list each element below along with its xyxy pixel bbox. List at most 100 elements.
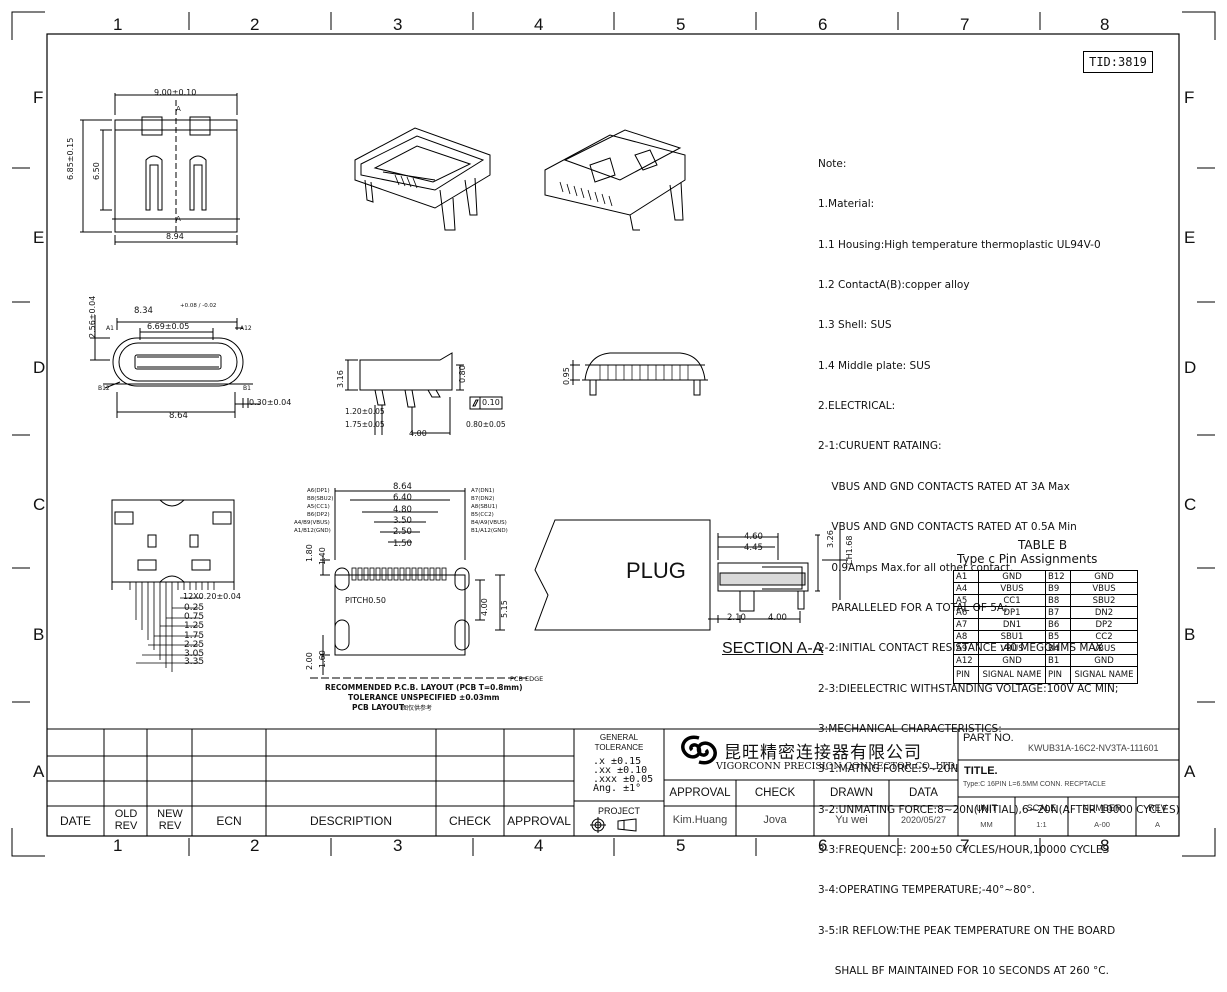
pcb-label-right-4: B4/A9(VBUS) xyxy=(471,520,507,526)
zone-col-1: 1 xyxy=(113,15,123,34)
tolerance-item: Ang. ±1° xyxy=(593,783,642,794)
zone-col-8-bottom: 8 xyxy=(1100,836,1110,855)
dim-side-175: 1.75±0.05 xyxy=(345,420,385,429)
approval-value: Kim.Huang xyxy=(672,814,728,826)
label-a12: A12 xyxy=(240,325,252,332)
dim-pcb-480: 4.80 xyxy=(393,505,412,515)
pcb-label-left-4: A4/B9(VBUS) xyxy=(294,520,330,526)
title-value: Type:C 16PIN L=6.5MM CONN. RECPTACLE xyxy=(963,781,1106,788)
dim-pcb-864: 8.64 xyxy=(393,482,412,492)
col-header-approval: APPROVAL xyxy=(507,814,571,828)
note-line: 0.9Amps Max.for all other contact. xyxy=(818,561,1014,574)
pcb-label-left-1: B8(SBU2) xyxy=(307,496,334,502)
dim-pcb-350: 3.50 xyxy=(393,516,412,526)
note-line: 1.4 Middle plate: SUS xyxy=(818,359,931,372)
zone-col-6: 6 xyxy=(818,15,828,34)
tolerance-list: .x ±0.15 .xx ±0.10 .xxx ±0.05 Ang. ±1° xyxy=(593,756,654,794)
pcb-label-left-5: A1/B12(GND) xyxy=(294,528,331,534)
note-line: 3-4:OPERATING TEMPERATURE;-40°~80°. xyxy=(818,884,1036,897)
company-logo-icon xyxy=(681,735,717,765)
note-line: 2-3:DIEELECTRIC WITHSTANDING VOLTAGE:100… xyxy=(818,682,1119,695)
rev-value: A xyxy=(1154,820,1160,829)
zone-col-6-bottom: 6 xyxy=(818,836,828,855)
label-b12: B12 xyxy=(98,385,110,392)
pcb-label-left-3: B6(DP2) xyxy=(307,512,330,518)
dim-pcb-150: 1.50 xyxy=(393,539,412,549)
tolerance-item: .xx ±0.10 xyxy=(593,765,648,776)
scale-value: 1:1 xyxy=(1036,820,1047,829)
scale-header: SCALE xyxy=(1026,803,1057,813)
label-pcb-edge: PCB EDGE xyxy=(510,675,544,683)
pcb-label-left-0: A6(DP1) xyxy=(307,488,330,494)
note-line: 1.2 ContactA(B):copper alloy xyxy=(818,278,970,291)
label-plug: PLUG xyxy=(626,558,686,583)
dim-front-thick: 0.30±0.04 xyxy=(249,398,292,407)
title-block-grid xyxy=(47,728,1179,836)
rev-header: REV xyxy=(1148,803,1167,813)
number-value: A-00 xyxy=(1094,820,1110,829)
side-view-drawing xyxy=(345,352,503,435)
unit-header: UNIT xyxy=(976,803,997,813)
zone-col-8: 8 xyxy=(1100,15,1110,34)
zone-col-7: 7 xyxy=(960,15,970,34)
zone-col-4-bottom: 4 xyxy=(534,836,544,855)
iso-view-front xyxy=(354,127,491,231)
note-line: 1.1 Housing:High temperature thermoplast… xyxy=(818,238,1101,251)
zone-row-b: B xyxy=(33,625,45,644)
drawing-frame xyxy=(11,11,1216,857)
pcb-layout-drawing xyxy=(310,488,530,679)
tid-box: TID:3819 xyxy=(1083,51,1153,73)
zone-col-7-bottom: 7 xyxy=(960,836,970,855)
dim-bottom-stack-1: 0.75 xyxy=(184,612,205,622)
col-header-check: CHECK xyxy=(448,814,491,828)
label-b1: B1 xyxy=(243,385,251,392)
pcb-label-right-3: B5(CC2) xyxy=(471,512,494,518)
table-b-subtitle: Type c Pin Assignments xyxy=(957,552,1098,566)
dim-bottom-pitch: 12X0.20±0.04 xyxy=(183,592,241,601)
dim-bottom-stack-4: 2.25 xyxy=(184,640,205,650)
label-a1: A1 xyxy=(106,325,114,332)
note-line: 3-2:UNMATING FORCE:8~20N(INITIAL),6~20N(… xyxy=(818,803,1180,816)
table-b-title: TABLE B xyxy=(1018,538,1068,552)
note-line: Note: xyxy=(818,157,847,170)
dim-top-bottom-width: 8.94 xyxy=(166,232,184,241)
col-header-date: DATE xyxy=(59,814,92,828)
tolerance-item: .x ±0.15 xyxy=(593,756,642,767)
zone-row-d-right: D xyxy=(1184,358,1197,377)
general-tolerance-label: GENERAL TOLERANCE xyxy=(594,733,644,752)
zone-col-3-bottom: 3 xyxy=(393,836,403,855)
zone-row-b-right: B xyxy=(1184,625,1196,644)
col-header-new-rev: NEW REV xyxy=(157,808,183,832)
dim-sec-400: 4.00 xyxy=(768,613,787,623)
pcb-label-right-5: B1/A12(GND) xyxy=(471,528,508,534)
dim-side-flat: 0.10 xyxy=(482,398,500,407)
note-line: 2.ELECTRICAL: xyxy=(818,400,896,413)
check-header: CHECK xyxy=(754,787,796,799)
date-value: 2020/05/27 xyxy=(900,815,947,825)
pcb-caption-3b: 图仅供参考 xyxy=(402,705,433,712)
pcb-label-left-2: A5(CC1) xyxy=(307,504,330,510)
zone-row-f-right: F xyxy=(1184,88,1195,107)
dim-bottom-stack-5: 3.05 xyxy=(184,649,205,659)
label-a-top: A xyxy=(176,105,181,113)
note-line: SHALL BF MAINTAINED FOR 10 SECONDS AT 26… xyxy=(818,965,1109,978)
dim-front-inner: 6.69±0.05 xyxy=(147,322,190,331)
zone-col-2-bottom: 2 xyxy=(250,836,260,855)
check-value: Jova xyxy=(763,814,787,826)
tolerance-item: .xxx ±0.05 xyxy=(593,774,654,785)
dim-top-width: 9.00±0.10 xyxy=(154,88,197,97)
cell: SIGNAL NAME xyxy=(1070,666,1138,684)
drawn-header: DRAWN xyxy=(829,787,873,799)
col-header-description: DESCRIPTION xyxy=(309,814,392,828)
note-line: 1.3 Shell: SUS xyxy=(818,319,892,332)
zone-col-5: 5 xyxy=(676,15,686,34)
dim-bottom-stack-3: 1.75 xyxy=(184,631,205,641)
note-line: 3-5:IR REFLOW:THE PEAK TEMPERATURE ON TH… xyxy=(818,924,1116,937)
drawn-value: Yu wei xyxy=(835,814,868,826)
zone-row-f: F xyxy=(33,88,44,107)
note-line: VBUS AND GND CONTACTS RATED AT 3A Max xyxy=(818,480,1070,493)
projection-symbol-icon xyxy=(590,817,637,833)
